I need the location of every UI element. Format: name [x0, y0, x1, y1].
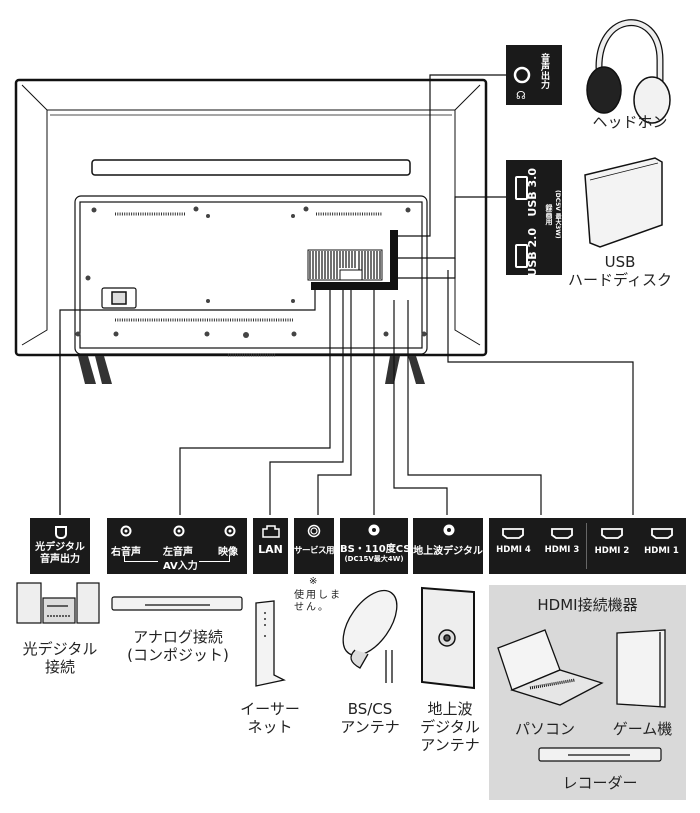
headphone-out-panel: ☊ 音声出力	[506, 45, 562, 105]
lan-label: LAN	[258, 543, 283, 556]
analog-device-label: アナログ接続 (コンポジット)	[127, 628, 229, 664]
headphones-label: ヘッドホン	[592, 113, 668, 131]
hdmi-port-icon	[502, 528, 524, 539]
terrestrial-antenna-input-icon	[443, 524, 455, 536]
hdmi-port-4[interactable]: HDMI 4	[489, 518, 538, 574]
terrestrial-label: 地上波デジタル	[413, 546, 483, 557]
optical-port-icon	[55, 526, 67, 539]
recorder-label: レコーダー	[562, 774, 638, 792]
av-bracket-left	[124, 555, 158, 562]
analog-player-illustration	[111, 596, 243, 611]
av-right-audio-label: 右音声	[111, 547, 141, 558]
service-port-label: サービス用	[294, 546, 335, 556]
bs-cs-antenna-panel: BS・110度CS (DC15V最大4W)	[340, 518, 411, 574]
laptop-illustration	[497, 629, 604, 706]
service-jack-icon	[307, 524, 321, 538]
service-note-mark: ※	[309, 576, 318, 587]
optical-out-panel: 光デジタル 音声出力	[30, 518, 90, 574]
pc-label: パソコン	[514, 720, 575, 738]
connection-lines	[59, 74, 634, 515]
terrestrial-antenna-label: 地上波 デジタル アンテナ	[420, 700, 480, 754]
audio-system-illustration	[16, 582, 100, 624]
router-illustration	[255, 600, 286, 687]
bs-antenna-illustration	[342, 589, 398, 683]
hdmi-port-2[interactable]: HDMI 2	[587, 518, 637, 574]
usb3-port-icon	[515, 176, 528, 200]
av-input-group-label: AV入力	[163, 561, 198, 572]
bs-cs-antenna-input-icon	[368, 524, 380, 536]
usb-note-power: (DC5V 最大3W)	[554, 190, 561, 239]
rca-video-icon	[224, 525, 236, 537]
hdmi-port-3[interactable]: HDMI 3	[538, 518, 586, 574]
av-video-label: 映像	[218, 547, 238, 558]
optical-out-label: 光デジタル 音声出力	[35, 542, 85, 565]
audio-jack-icon	[513, 66, 531, 84]
game-console-label: ゲーム機	[612, 720, 673, 738]
hdmi-port-1[interactable]: HDMI 1	[637, 518, 686, 574]
terrestrial-antenna-panel: 地上波デジタル	[413, 518, 483, 574]
usb3-label: USB 3.0	[526, 168, 539, 217]
hdmi-2-label: HDMI 2	[594, 546, 630, 556]
service-port-panel: サービス用	[294, 518, 335, 574]
hdmi-3-label: HDMI 3	[544, 545, 580, 555]
recorder-illustration	[538, 747, 662, 762]
bs-cs-antenna-label: BS/CS アンテナ	[340, 700, 400, 736]
hdmi-panel: HDMI 4 HDMI 3 HDMI 2 HDMI 1	[489, 518, 686, 574]
ethernet-device-label: イーサー ネット	[240, 700, 300, 736]
optical-device-label: 光デジタル 接続	[22, 640, 98, 676]
usb-note-recording: 録画用	[545, 204, 553, 225]
hdmi-devices-title: HDMI接続機器	[537, 596, 638, 614]
terrestrial-antenna-illustration	[421, 586, 475, 690]
av-left-audio-label: 左音声	[163, 547, 193, 558]
usb-panel: USB 3.0 USB 2.0 録画用 (DC5V 最大3W)	[506, 160, 562, 277]
usb2-port-icon	[515, 244, 528, 268]
av-input-panel: 右音声 左音声 映像 AV入力	[107, 518, 247, 574]
tv-rear	[14, 78, 488, 515]
usb-hdd-illustration	[584, 157, 663, 248]
headphone-icon: ☊	[516, 89, 526, 102]
hdmi-4-label: HDMI 4	[496, 545, 531, 555]
hdmi-port-icon	[601, 528, 623, 539]
hdmi-port-icon	[551, 528, 573, 539]
usb2-label: USB 2.0	[526, 228, 539, 277]
rca-left-audio-icon	[173, 525, 185, 537]
lan-panel: LAN	[253, 518, 288, 574]
hdmi-divider	[586, 523, 587, 569]
bs-cs-label: BS・110度CS	[340, 544, 411, 555]
headphones-illustration	[586, 19, 671, 124]
headphone-out-label: 音声出力	[539, 53, 549, 89]
service-not-used-note: 使用しま せん。	[294, 590, 342, 613]
game-console-illustration	[616, 629, 666, 708]
rca-right-audio-icon	[120, 525, 132, 537]
bs-cs-power-note: (DC15V最大4W)	[344, 555, 404, 563]
lan-port-icon	[262, 525, 280, 538]
usb-hdd-label: USB ハードディスク	[568, 253, 672, 289]
hdmi-1-label: HDMI 1	[644, 546, 679, 556]
av-bracket-right	[199, 555, 230, 562]
hdmi-port-icon	[651, 528, 673, 539]
